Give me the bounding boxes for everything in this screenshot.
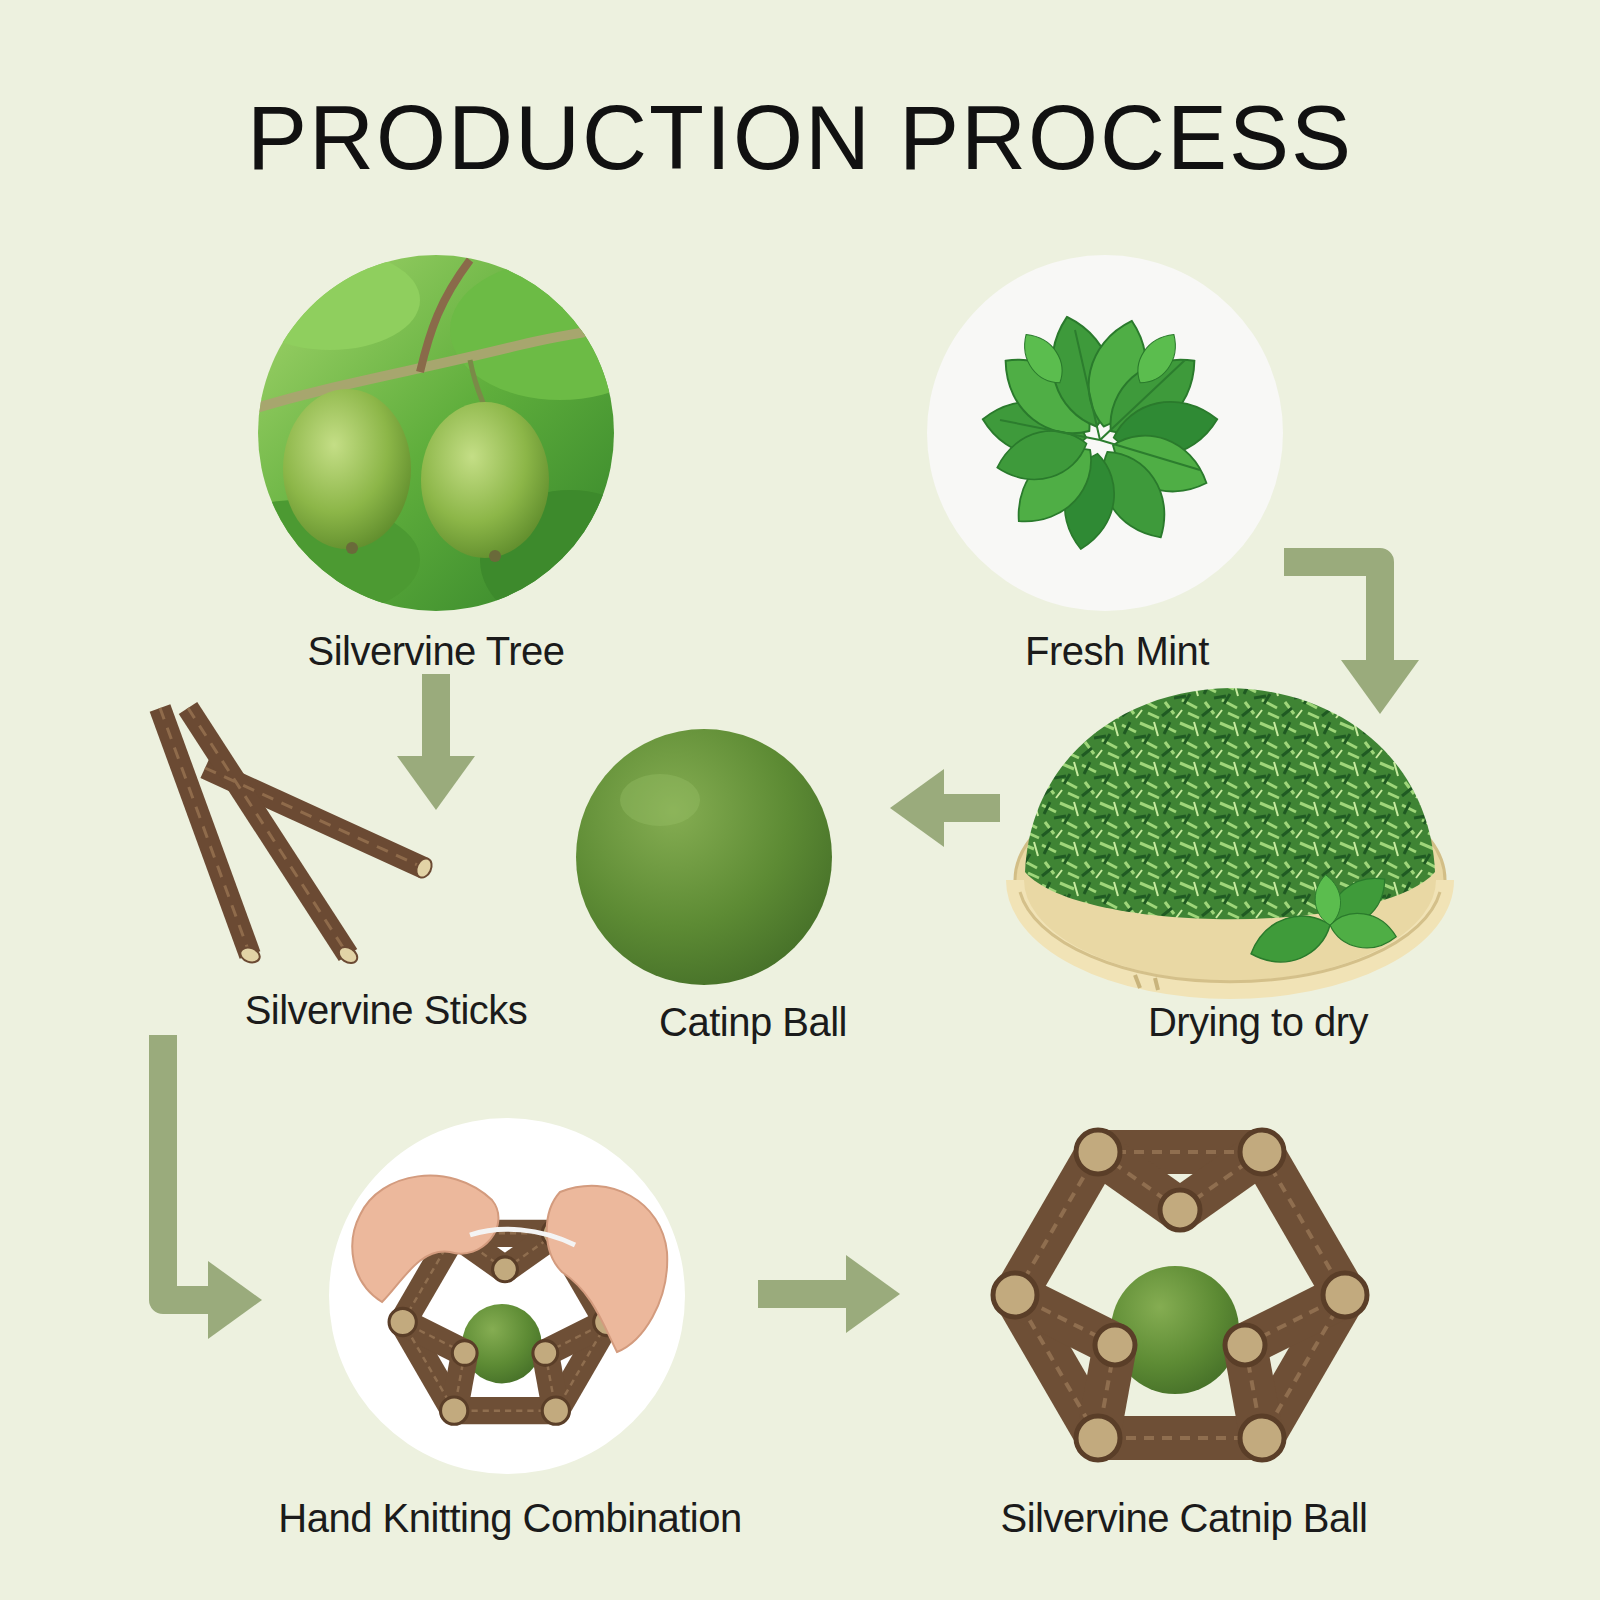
illustration-part [576,729,832,985]
step-label: Silvervine Tree [307,629,564,673]
flow-arrow [758,1280,848,1308]
illustration-part [346,542,358,554]
illustration-part [421,402,549,558]
step-label: Drying to dry [1148,1000,1368,1044]
illustration-part [238,945,262,965]
step-label: Silvervine Sticks [245,988,528,1032]
step-label: Silvervine Catnip Ball [1001,1496,1368,1540]
illustration-part [160,708,424,955]
flow-arrow [942,794,1000,822]
illustration-part [547,1186,667,1352]
illustration-part [240,250,420,350]
illustration-part [978,310,1222,554]
process-step: Fresh Mint [926,254,1284,674]
illustration-part [1135,975,1140,988]
illustration-part [1155,978,1158,990]
process-step: Silvervine Sticks [150,810,540,1035]
step-label: Fresh Mint [1025,629,1209,673]
page-title: PRODUCTION PROCESS [0,88,1600,188]
illustration-part [1100,360,1185,440]
illustration-part [250,325,630,410]
fresh-mint-photo [927,255,1283,611]
step-label: Hand Knitting Combination [278,1496,741,1540]
illustration-part [991,421,1092,490]
illustration-part [470,360,484,405]
illustration-part [927,255,1283,611]
illustration-part [180,250,670,630]
illustration-part [1313,874,1343,926]
illustration-part [283,389,411,549]
illustration-part [993,1130,1367,1460]
flow-arrow [1284,562,1380,662]
process-step: Catinp Ball [600,720,890,1045]
illustration-part [1244,865,1399,973]
silvervine-sticks-picture [160,708,435,966]
silvervine-tree-photo [180,250,670,630]
process-step: Silvervine Catnip Ball [900,1110,1468,1540]
illustration-part [1000,420,1100,440]
process-step: Drying to dry [1000,714,1450,1044]
illustration-part [250,250,630,620]
process-step: Hand Knitting Combination [262,1110,758,1540]
illustration-part [160,708,250,955]
flow-arrow [422,674,450,758]
illustration-part [1075,330,1100,440]
illustration-part [620,774,700,826]
hand-knitting-photo [329,1118,685,1474]
illustration-part [413,856,434,880]
illustration-part [160,708,424,955]
illustration-part [352,1176,667,1425]
illustration-part [188,708,348,955]
flow-arrow [163,1035,210,1300]
illustration-part [352,1176,498,1302]
illustration-part [188,708,348,955]
process-step: Silvervine Tree [257,254,615,674]
drying-basket-picture [1015,688,1445,990]
illustration-part [1014,326,1072,391]
illustration-part [336,944,360,967]
silvervine-catnip-ball-picture [993,1130,1367,1460]
illustration-part [420,260,470,372]
illustration-part [489,550,501,562]
illustration-part [1128,326,1186,391]
step-label: Catinp Ball [659,1000,847,1044]
catnip-ball-picture [576,729,832,985]
illustration-part [450,260,670,400]
illustration-part [1000,330,1200,470]
illustration-part [238,856,434,966]
illustration-part [470,1229,575,1245]
illustration-part [1100,440,1200,470]
illustration-part [329,1118,685,1474]
